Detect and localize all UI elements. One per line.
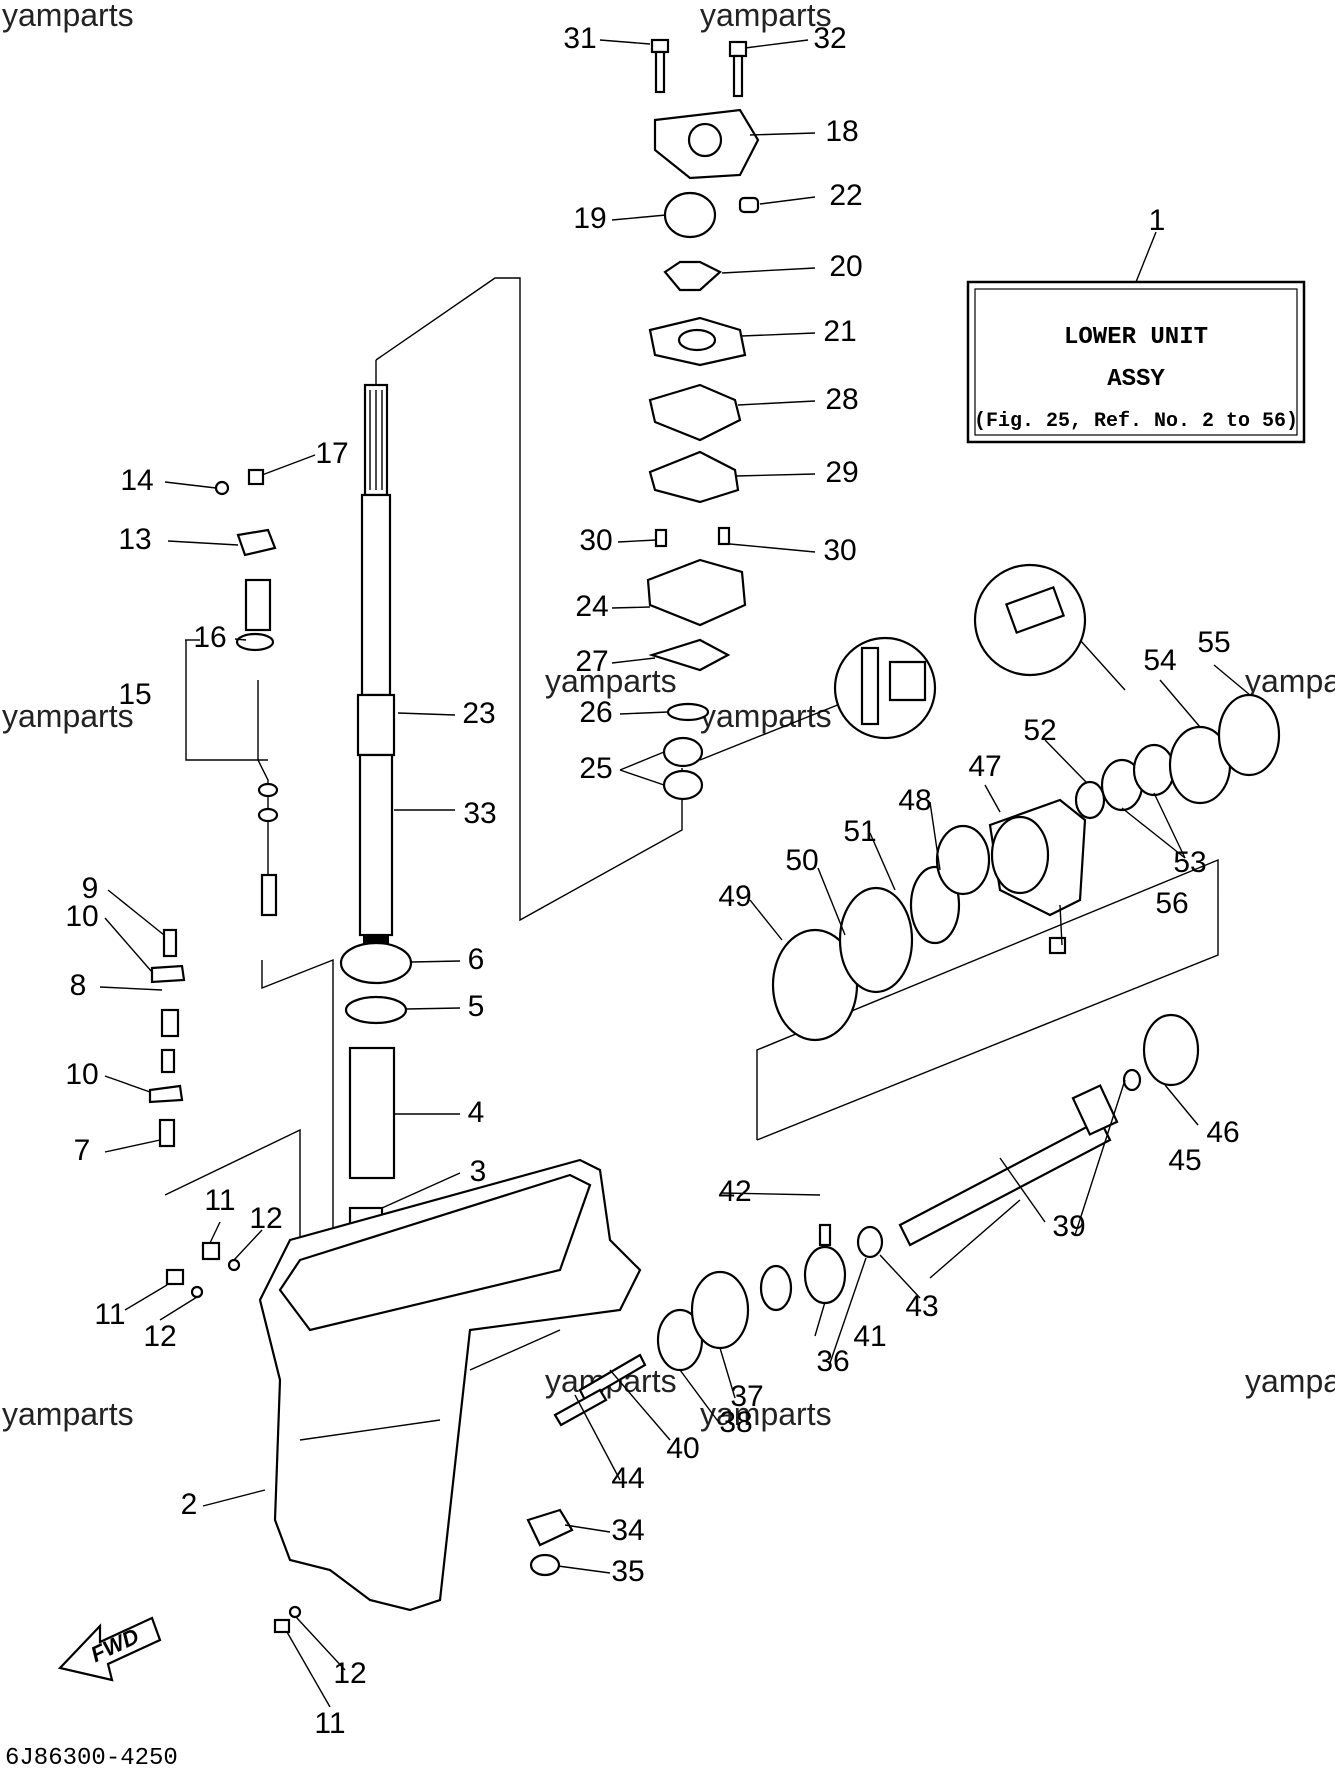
callout-44: 44 xyxy=(611,1462,644,1495)
callout-40: 40 xyxy=(666,1432,699,1465)
callout-38: 38 xyxy=(719,1406,752,1439)
callout-16: 16 xyxy=(193,621,226,654)
callout-46: 46 xyxy=(1206,1116,1239,1149)
callout-52: 52 xyxy=(1023,714,1056,747)
callout-12: 12 xyxy=(333,1657,366,1690)
callout-54: 54 xyxy=(1143,644,1176,677)
callout-22: 22 xyxy=(829,179,862,212)
assembly-guide-lines xyxy=(164,277,1219,1300)
callout-53: 53 xyxy=(1173,846,1206,879)
watermark-text: yamparts xyxy=(2,1396,134,1432)
callout-26: 26 xyxy=(579,696,612,729)
casing-fasteners xyxy=(165,1241,302,1634)
callout-10: 10 xyxy=(65,900,98,933)
callout-12: 12 xyxy=(143,1320,176,1353)
watermark-text: yamparts xyxy=(700,0,832,33)
reference-code: 6J86300-4250 xyxy=(5,1745,178,1772)
callout-11: 11 xyxy=(314,1707,345,1740)
callout-3: 3 xyxy=(470,1155,487,1188)
watermarks: yamparts yamparts yamparts yamparts yamp… xyxy=(2,0,1335,1432)
callout-24: 24 xyxy=(575,590,608,623)
box-title-line3: (Fig. 25, Ref. No. 2 to 56) xyxy=(974,410,1298,433)
oil-seal-housing-stack xyxy=(339,941,413,1245)
box-title-line1: LOWER UNIT xyxy=(1064,324,1208,351)
callout-21: 21 xyxy=(823,315,856,348)
callout-11: 11 xyxy=(204,1184,235,1217)
lower-casing xyxy=(258,1158,642,1612)
callout-11: 11 xyxy=(94,1298,125,1331)
callout-10: 10 xyxy=(65,1058,98,1091)
callout-47: 47 xyxy=(968,750,1001,783)
callout-30: 30 xyxy=(579,524,612,557)
callout-43: 43 xyxy=(905,1290,938,1323)
box-title-line2: ASSY xyxy=(1107,366,1165,393)
callout-39: 39 xyxy=(1052,1210,1085,1243)
callout-34: 34 xyxy=(611,1514,644,1547)
callout-50: 50 xyxy=(785,844,818,877)
callout-13: 13 xyxy=(118,523,151,556)
callout-7: 7 xyxy=(74,1134,91,1167)
callout-20: 20 xyxy=(829,250,862,283)
drive-shaft xyxy=(356,383,396,950)
leader-lines xyxy=(99,39,1251,1708)
callout-33: 33 xyxy=(463,797,496,830)
propeller-shaft-assembly xyxy=(526,1013,1200,1577)
callout-15: 15 xyxy=(118,678,151,711)
callout-32: 32 xyxy=(813,22,846,55)
callout-19: 19 xyxy=(573,202,606,235)
callout-29: 29 xyxy=(825,456,858,489)
watermark-text: yamparts xyxy=(1245,1363,1335,1399)
callout-6: 6 xyxy=(468,943,485,976)
callout-numbers: 1 2 3 4 5 6 7 8 9 10 10 11 11 11 12 12 1… xyxy=(65,22,1239,1740)
callout-56: 56 xyxy=(1155,887,1188,920)
callout-18: 18 xyxy=(825,115,858,148)
callout-4: 4 xyxy=(468,1096,485,1129)
callout-30: 30 xyxy=(823,534,856,567)
callout-25: 25 xyxy=(579,752,612,785)
water-pump-parts xyxy=(646,38,937,801)
callout-49: 49 xyxy=(718,880,751,913)
callout-37: 37 xyxy=(730,1380,763,1413)
callout-23: 23 xyxy=(462,697,495,730)
callout-42: 42 xyxy=(718,1175,751,1208)
callout-35: 35 xyxy=(611,1555,644,1588)
callout-9: 9 xyxy=(82,872,99,905)
callout-5: 5 xyxy=(468,990,485,1023)
watermark-text: yamparts xyxy=(2,0,134,33)
callout-27: 27 xyxy=(575,645,608,678)
assembly-label-box: LOWER UNIT ASSY (Fig. 25, Ref. No. 2 to … xyxy=(966,231,1306,444)
forward-direction-arrow: FWD xyxy=(57,1616,162,1682)
callout-51: 51 xyxy=(843,815,876,848)
callout-2: 2 xyxy=(181,1488,198,1521)
callout-8: 8 xyxy=(70,969,87,1002)
callout-1: 1 xyxy=(1149,204,1166,237)
callout-48: 48 xyxy=(898,784,931,817)
shift-linkage xyxy=(148,468,279,1148)
callout-12: 12 xyxy=(249,1202,282,1235)
callout-14: 14 xyxy=(120,464,153,497)
callout-45: 45 xyxy=(1168,1144,1201,1177)
watermark-text: yamparts xyxy=(700,1396,832,1432)
callout-41: 41 xyxy=(853,1320,886,1353)
callout-55: 55 xyxy=(1197,626,1230,659)
watermark-text: yamparts xyxy=(1245,663,1335,699)
callout-17: 17 xyxy=(315,437,348,470)
watermark-text: yamparts xyxy=(2,698,134,734)
callout-31: 31 xyxy=(563,22,596,55)
watermark-text: yamparts xyxy=(545,663,677,699)
callout-36: 36 xyxy=(816,1345,849,1378)
callout-28: 28 xyxy=(825,383,858,416)
